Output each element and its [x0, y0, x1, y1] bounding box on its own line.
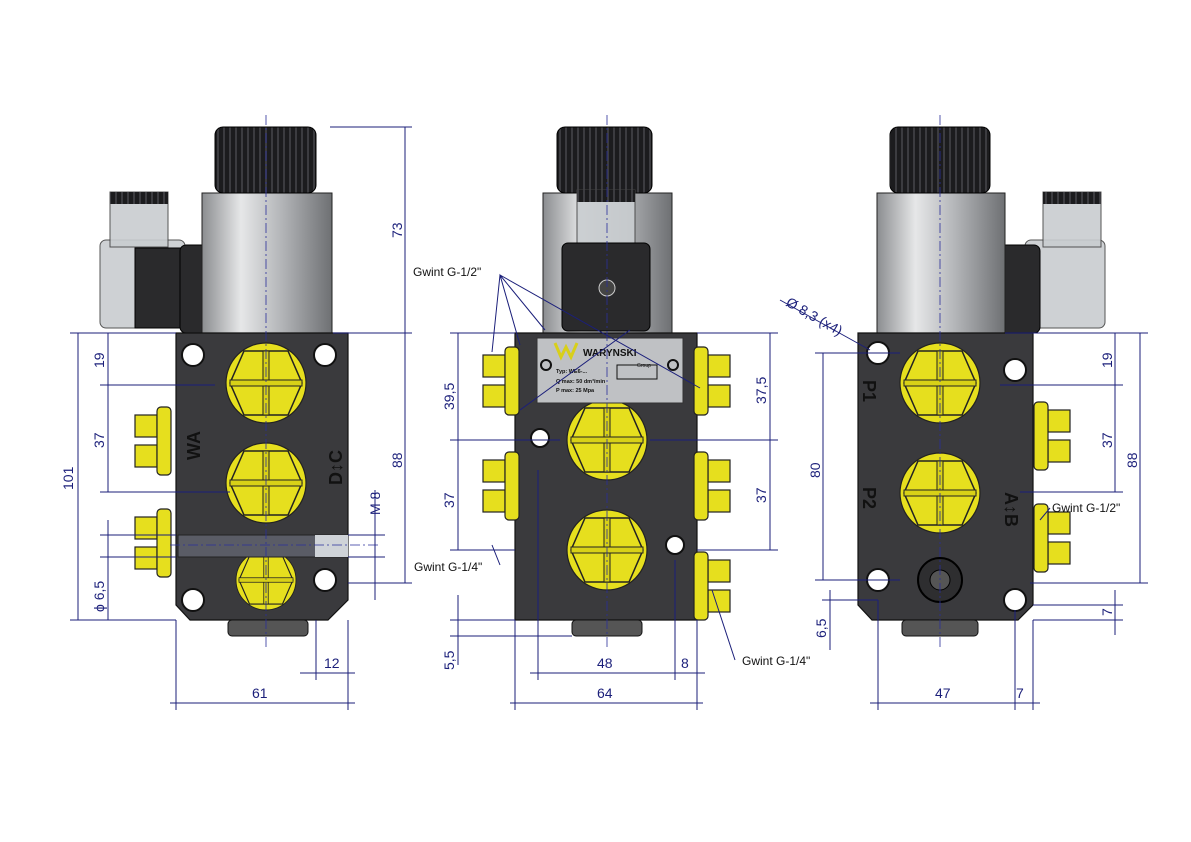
dim-hole-dia: Ø 8,3 (x4)	[784, 294, 846, 339]
solenoid-knob	[556, 126, 653, 194]
callout-g14-left: Gwint G-1/4"	[414, 560, 482, 574]
dim-61: 61	[252, 685, 268, 701]
dim-88: 88	[389, 452, 405, 468]
dim-73: 73	[389, 222, 405, 238]
port-label-ab: A↕B	[1001, 492, 1021, 527]
nameplate: WARYNSKI Group Typ: WE6-... Q max: 50 dm…	[536, 337, 684, 404]
dim-37-5: 37,5	[753, 377, 769, 404]
callout-g14-right: Gwint G-1/4"	[742, 654, 810, 668]
left-view: WA D↕C 73 88 101 19 37 M 8 ϕ 6,5 12 61	[60, 115, 412, 710]
dim-37: 37	[91, 432, 107, 448]
dim-8: 8	[681, 655, 689, 671]
callout-g12: Gwint G-1/2"	[413, 265, 481, 279]
dim-7-vert: 7	[1099, 608, 1115, 616]
dim-7: 7	[1016, 685, 1024, 701]
dim-39-5: 39,5	[441, 383, 457, 410]
dim-m8: M 8	[367, 491, 383, 515]
port-label-p2: P2	[859, 487, 879, 509]
front-view: WARYNSKI Group Typ: WE6-... Q max: 50 dm…	[413, 115, 810, 710]
dim-6-5: 6,5	[813, 618, 829, 638]
callout-g12: Gwint G-1/2"	[1052, 501, 1120, 515]
svg-text:P max: 25 Mpa: P max: 25 Mpa	[556, 388, 595, 394]
dim-37-right: 37	[753, 487, 769, 503]
dim-5-5: 5,5	[441, 650, 457, 670]
dim-19: 19	[1099, 352, 1115, 368]
dim-19: 19	[91, 352, 107, 368]
solenoid-coil	[876, 192, 1006, 334]
solenoid-coil	[201, 192, 333, 334]
dim-37: 37	[441, 492, 457, 508]
right-view: P1 P2 A↕B Ø 8,3 (x4) 80 88 19 37 7 6,5 4…	[779, 115, 1148, 710]
svg-text:Group: Group	[637, 363, 651, 369]
dim-d65: ϕ 6,5	[91, 581, 107, 612]
dim-64: 64	[597, 685, 613, 701]
dim-48: 48	[597, 655, 613, 671]
dim-88: 88	[1124, 452, 1140, 468]
port-label-dc: D↕C	[326, 450, 346, 485]
dim-80: 80	[807, 462, 823, 478]
port-label-p1: P1	[859, 380, 879, 402]
dim-12: 12	[324, 655, 340, 671]
svg-text:Q max: 50 dm³/min: Q max: 50 dm³/min	[556, 378, 606, 385]
dim-47: 47	[935, 685, 951, 701]
solenoid-knob	[214, 126, 317, 194]
dim-101: 101	[60, 466, 76, 490]
port-label-wa: WA	[184, 431, 204, 460]
dim-37: 37	[1099, 432, 1115, 448]
brand-logo-text: WARYNSKI	[583, 348, 637, 359]
